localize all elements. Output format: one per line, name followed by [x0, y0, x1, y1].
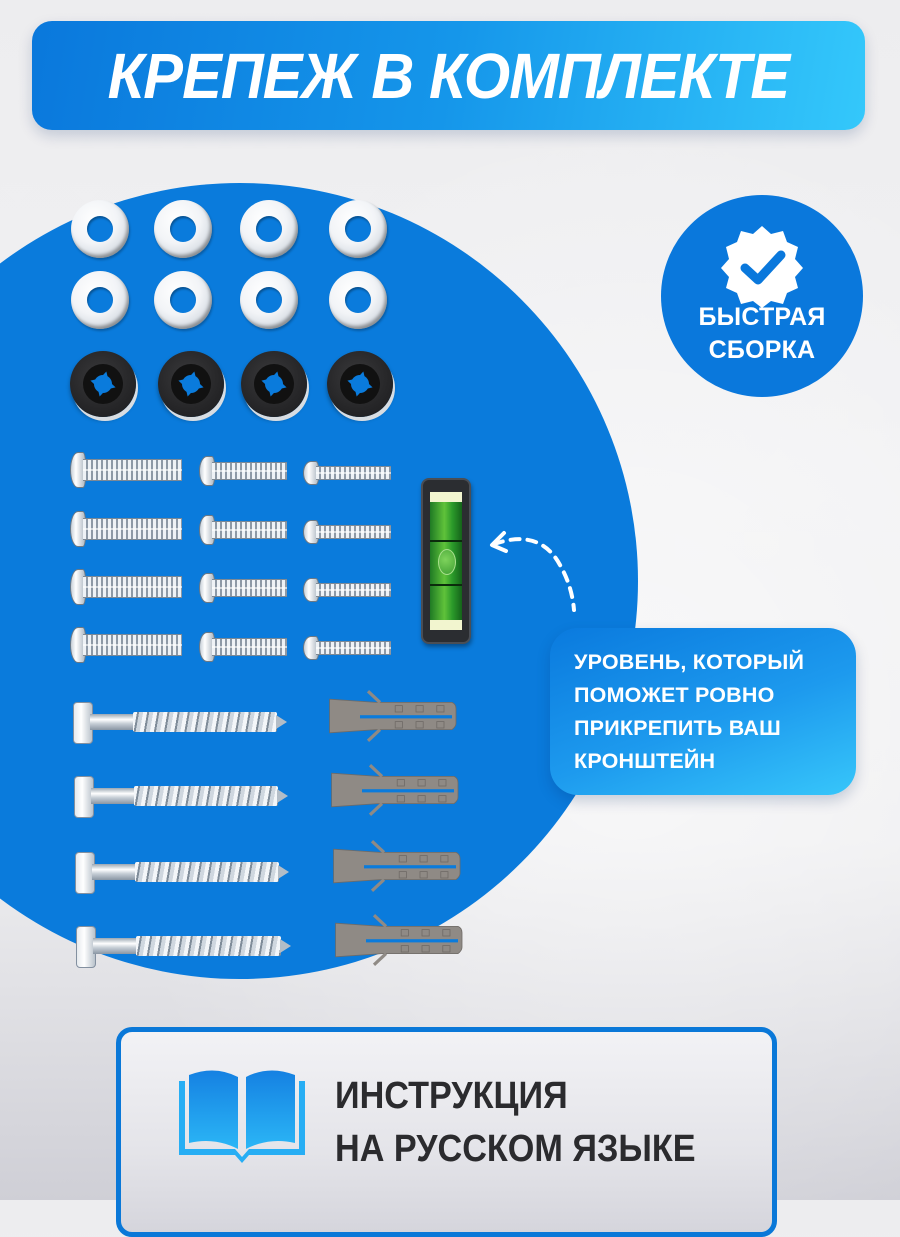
lock-washer-icon [171, 364, 211, 404]
instruction-box: ИНСТРУКЦИЯ НА РУССКОМ ЯЗЫКЕ [116, 1027, 777, 1237]
dashed-curved-arrow-icon [490, 531, 576, 612]
bubble-level [421, 478, 471, 644]
machine-screw-medium [199, 573, 287, 603]
lock-washer-icon [254, 364, 294, 404]
lag-bolt [73, 702, 287, 744]
flat-washer [240, 200, 298, 258]
flat-washer [329, 271, 387, 329]
quick-assembly-badge: БЫСТРАЯ СБОРКА [661, 195, 863, 397]
lag-bolt [76, 926, 291, 968]
callout-line: КРОНШТЕЙН [574, 749, 716, 773]
lock-washer-icon [340, 364, 380, 404]
machine-screw-medium [199, 456, 287, 486]
machine-screw-large [70, 627, 182, 663]
instruction-line-1: ИНСТРУКЦИЯ [335, 1075, 568, 1117]
open-book-icon [179, 1070, 305, 1163]
lock-washer [241, 351, 307, 417]
flat-washer [154, 271, 212, 329]
wall-anchor [335, 914, 463, 966]
flat-washer [71, 200, 129, 258]
level-bubble [438, 549, 456, 575]
callout-line: ПОМОЖЕТ РОВНО [574, 683, 775, 707]
machine-screw-medium [199, 515, 287, 545]
machine-screw-small [303, 636, 391, 660]
wall-anchor [329, 690, 457, 742]
machine-screw-small [303, 578, 391, 602]
wall-anchor [333, 840, 461, 892]
badge-line-1: БЫСТРАЯ [698, 303, 826, 331]
machine-screw-small [303, 461, 391, 485]
callout-line: УРОВЕНЬ, КОТОРЫЙ [574, 650, 805, 674]
lock-washer [158, 351, 224, 417]
machine-screw-large [70, 569, 182, 605]
machine-screw-large [70, 452, 182, 488]
machine-screw-small [303, 520, 391, 544]
flat-washer [329, 200, 387, 258]
lock-washer [327, 351, 393, 417]
lag-bolt [75, 852, 289, 894]
flat-washer [154, 200, 212, 258]
machine-screw-large [70, 511, 182, 547]
verified-check-badge-icon [721, 226, 803, 308]
flat-washer [71, 271, 129, 329]
instruction-line-2: НА РУССКОМ ЯЗЫКЕ [335, 1128, 696, 1170]
badge-line-2: СБОРКА [708, 336, 816, 364]
wall-anchor [331, 764, 459, 816]
level-callout: УРОВЕНЬ, КОТОРЫЙ ПОМОЖЕТ РОВНО ПРИКРЕПИТ… [550, 628, 856, 795]
lock-washer-icon [83, 364, 123, 404]
page-title: КРЕПЕЖ В КОМПЛЕКТЕ [107, 39, 790, 112]
lock-washer [70, 351, 136, 417]
flat-washer [240, 271, 298, 329]
lag-bolt [74, 776, 288, 818]
callout-line: ПРИКРЕПИТЬ ВАШ [574, 716, 781, 740]
machine-screw-medium [199, 632, 287, 662]
title-banner: КРЕПЕЖ В КОМПЛЕКТЕ [32, 21, 865, 130]
